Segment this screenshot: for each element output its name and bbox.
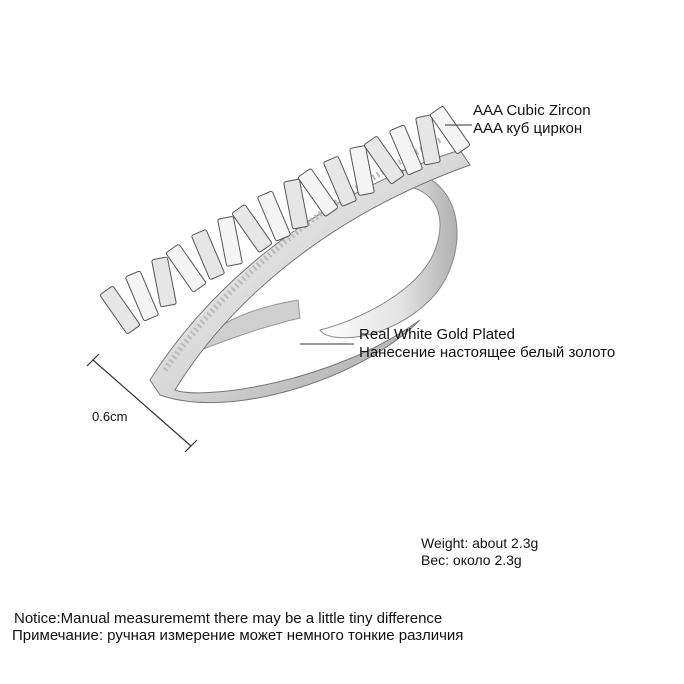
baguette-stone — [415, 114, 441, 166]
baguette-stone — [257, 190, 291, 242]
baguette-stone — [297, 168, 339, 217]
baguette-stone — [349, 145, 375, 196]
baguette-stone — [217, 216, 243, 267]
weight-en: Weight: about 2.3g — [421, 535, 539, 551]
plating-label-en: Real White Gold Plated — [359, 326, 515, 343]
baguette-stone — [389, 124, 423, 176]
baguette-stone — [231, 204, 273, 253]
stone-label-en: AAA Cubic Zircon — [473, 102, 591, 119]
baguette-stone — [323, 156, 357, 207]
width-measure: 0.6cm — [92, 409, 128, 424]
pave-strip — [162, 137, 442, 372]
notice-ru: Примечание: ручная измерение может немно… — [12, 627, 464, 644]
baguette-stone — [125, 270, 159, 322]
weight-ru: Вес: около 2.3g — [421, 552, 522, 568]
ring-band-back — [319, 169, 458, 339]
stone-label-ru: AAA куб циркон — [473, 120, 583, 137]
width-dimension-line — [86, 353, 198, 453]
baguette-stone — [99, 286, 141, 334]
baguette-stone — [363, 136, 405, 185]
baguette-stone — [283, 178, 309, 230]
baguette-stone — [191, 229, 225, 280]
notice-en: Notice:Manual measurememt there may be a… — [14, 610, 443, 627]
ring-band-front — [149, 149, 471, 404]
plating-label-ru: Нанесение настоящее белый золото — [359, 344, 616, 361]
baguette-stone — [151, 256, 177, 308]
baguette-stone — [165, 244, 207, 293]
baguette-stones — [99, 106, 471, 334]
